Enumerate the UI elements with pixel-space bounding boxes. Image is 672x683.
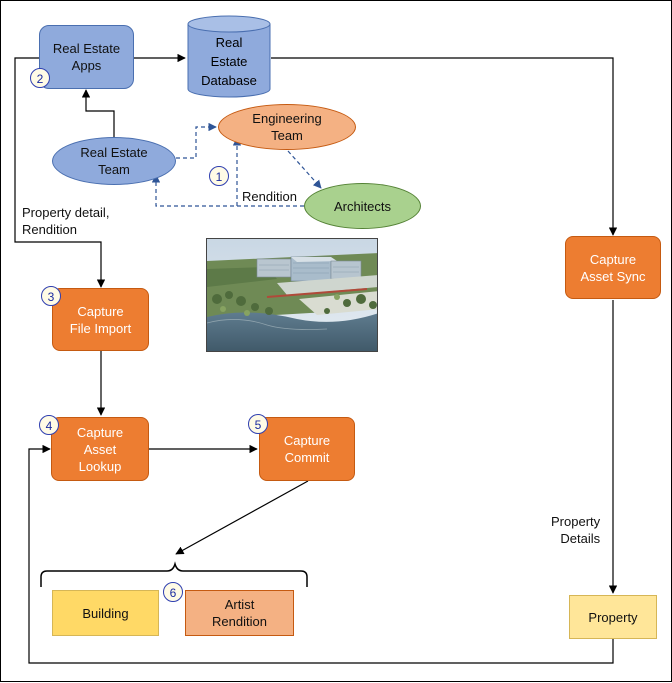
building-rendering-image	[206, 238, 378, 352]
artist-rendition-label: Artist Rendition	[212, 597, 267, 629]
connector-commit-to-group	[175, 480, 309, 555]
property-label: Property	[588, 609, 638, 625]
real-estate-team-label: Real Estate Team	[80, 145, 148, 177]
building-label: Building	[82, 605, 129, 621]
step-badge-4: 4	[39, 415, 59, 435]
step-badge-1: 1	[209, 166, 229, 186]
step-badge-6: 6	[163, 582, 183, 602]
capture-file-import-box: Capture File Import	[52, 288, 149, 351]
capture-asset-lookup-label: Capture Asset Lookup	[76, 424, 124, 474]
capture-file-import-label: Capture File Import	[69, 303, 132, 336]
connector-property-to-lookup	[28, 444, 614, 664]
property-details-edge-label: Property Details	[549, 513, 603, 547]
architects-label: Architects	[333, 198, 392, 214]
property-box: Property	[569, 595, 657, 639]
connector-db-to-asset-sync	[271, 57, 618, 236]
real-estate-database-label: Real Estate Database	[201, 35, 257, 88]
real-estate-apps-box: Real Estate Apps	[39, 25, 134, 89]
capture-asset-sync-label: Capture Asset Sync	[580, 251, 646, 284]
capture-asset-lookup-box: Capture Asset Lookup	[51, 417, 149, 481]
dashed-architects-to-team	[151, 174, 304, 207]
real-estate-team-oval: Real Estate Team	[52, 137, 176, 185]
engineering-team-label: Engineering Team	[252, 111, 322, 143]
artist-rendition-box: Artist Rendition	[185, 590, 294, 636]
capture-commit-box: Capture Commit	[259, 417, 355, 481]
rendition-edge-label: Rendition	[240, 188, 299, 205]
group-brace	[40, 561, 308, 587]
dashed-team-to-engineering	[176, 122, 217, 159]
capture-commit-label: Capture Commit	[283, 433, 331, 465]
engineering-team-oval: Engineering Team	[218, 104, 356, 150]
architects-oval: Architects	[304, 183, 421, 229]
step-badge-2: 2	[30, 68, 50, 88]
connector-apps-to-file-import	[14, 57, 106, 288]
real-estate-apps-label: Real Estate Apps	[52, 41, 121, 73]
connector-team-to-apps	[81, 89, 115, 137]
step-badge-5: 5	[248, 414, 268, 434]
rendering-illustration	[207, 239, 377, 351]
capture-asset-sync-box: Capture Asset Sync	[565, 236, 661, 299]
step-badge-3: 3	[41, 286, 61, 306]
property-detail-rendition-edge-label: Property detail, Rendition	[21, 204, 111, 238]
building-box: Building	[52, 590, 159, 636]
real-estate-database: Real Estate Database	[187, 15, 271, 99]
database-icon	[187, 15, 271, 98]
dashed-engineering-to-architects	[287, 150, 322, 189]
